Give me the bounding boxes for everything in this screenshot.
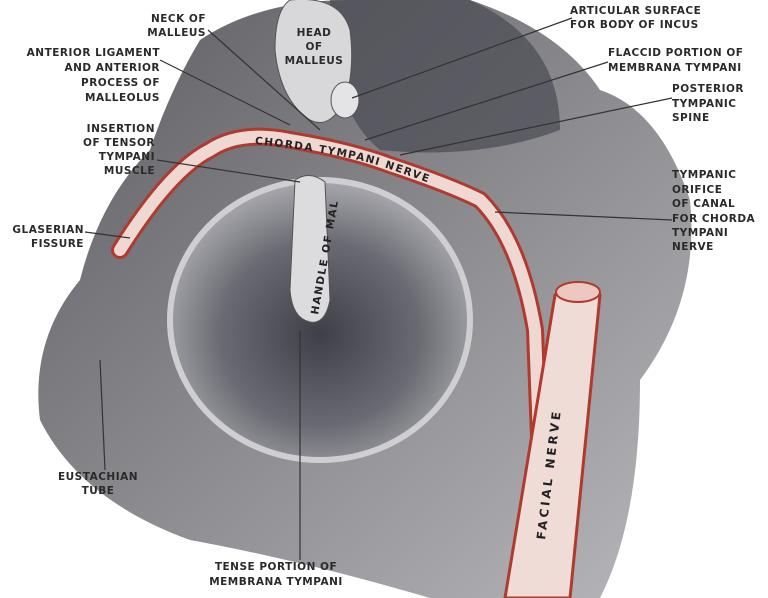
chorda-tympani-nerve — [114, 130, 551, 598]
upper-dark-region — [330, 0, 560, 153]
leader-lines — [84, 17, 673, 560]
facial-nerve-end — [555, 281, 601, 303]
articular-surface — [330, 81, 360, 119]
handle-of-malleus — [289, 175, 331, 323]
